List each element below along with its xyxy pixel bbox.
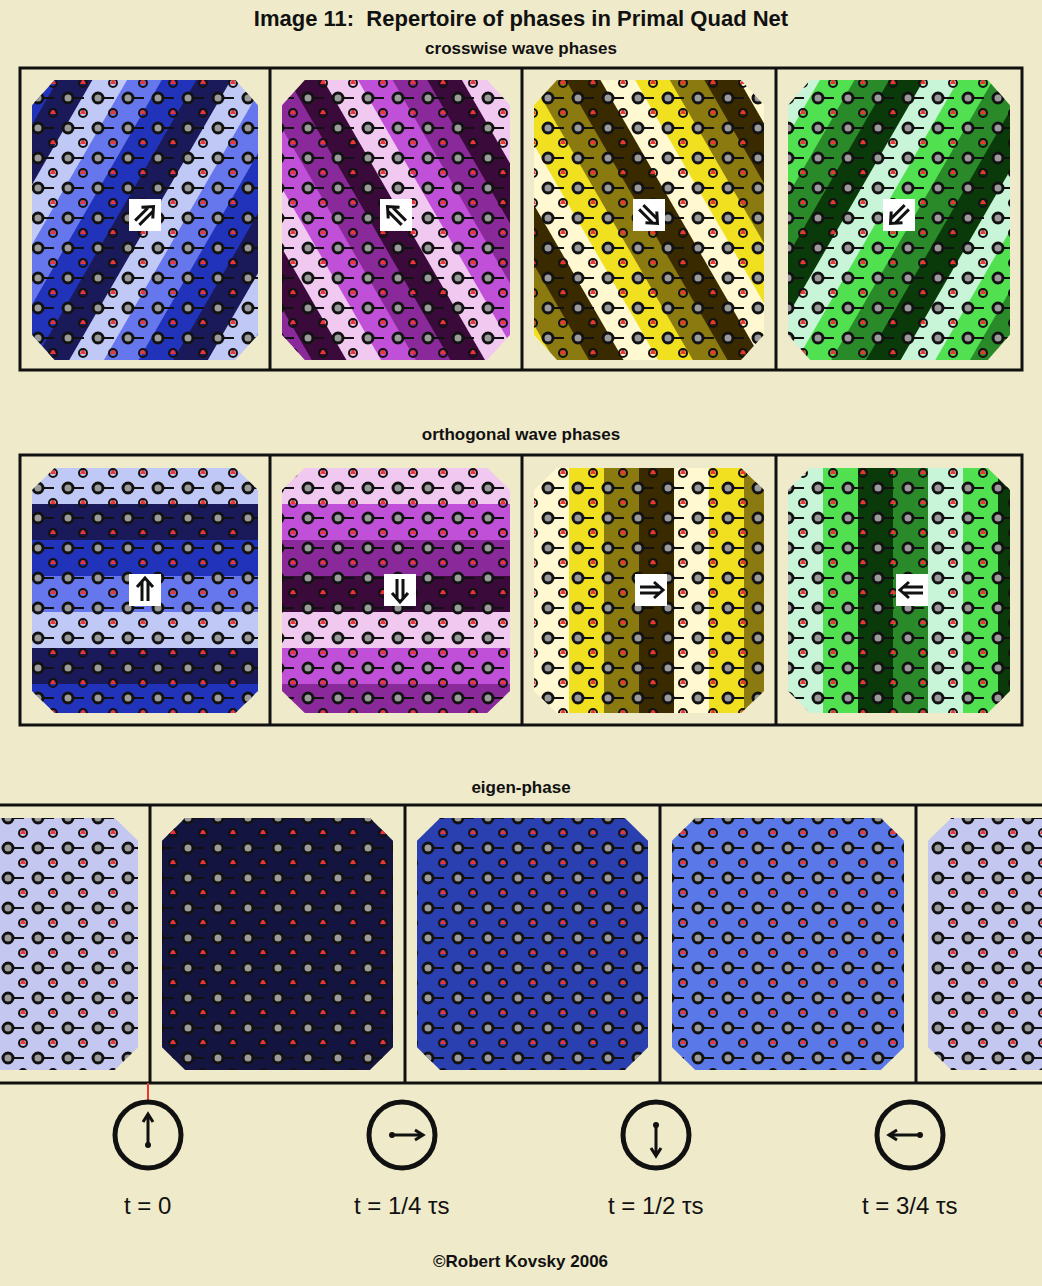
band-heading: eigen-phase xyxy=(0,777,1042,799)
phase-band: crosswise wave phases xyxy=(20,38,1022,372)
phase-band: orthogonal wave phases xyxy=(20,424,1022,727)
copyright-note: ©Robert Kovsky 2006 xyxy=(433,1252,608,1272)
time-label: t = 1/4 τs xyxy=(354,1192,450,1220)
time-label: t = 0 xyxy=(124,1192,171,1220)
phase-band: eigen-phase xyxy=(0,777,1042,1085)
band-heading: orthogonal wave phases xyxy=(20,424,1022,446)
band-heading: crosswise wave phases xyxy=(20,38,1022,60)
time-label: t = 3/4 τs xyxy=(862,1192,958,1220)
time-label: t = 1/2 τs xyxy=(608,1192,704,1220)
diagram-title: Image 11: Repertoire of phases in Primal… xyxy=(0,6,1042,32)
